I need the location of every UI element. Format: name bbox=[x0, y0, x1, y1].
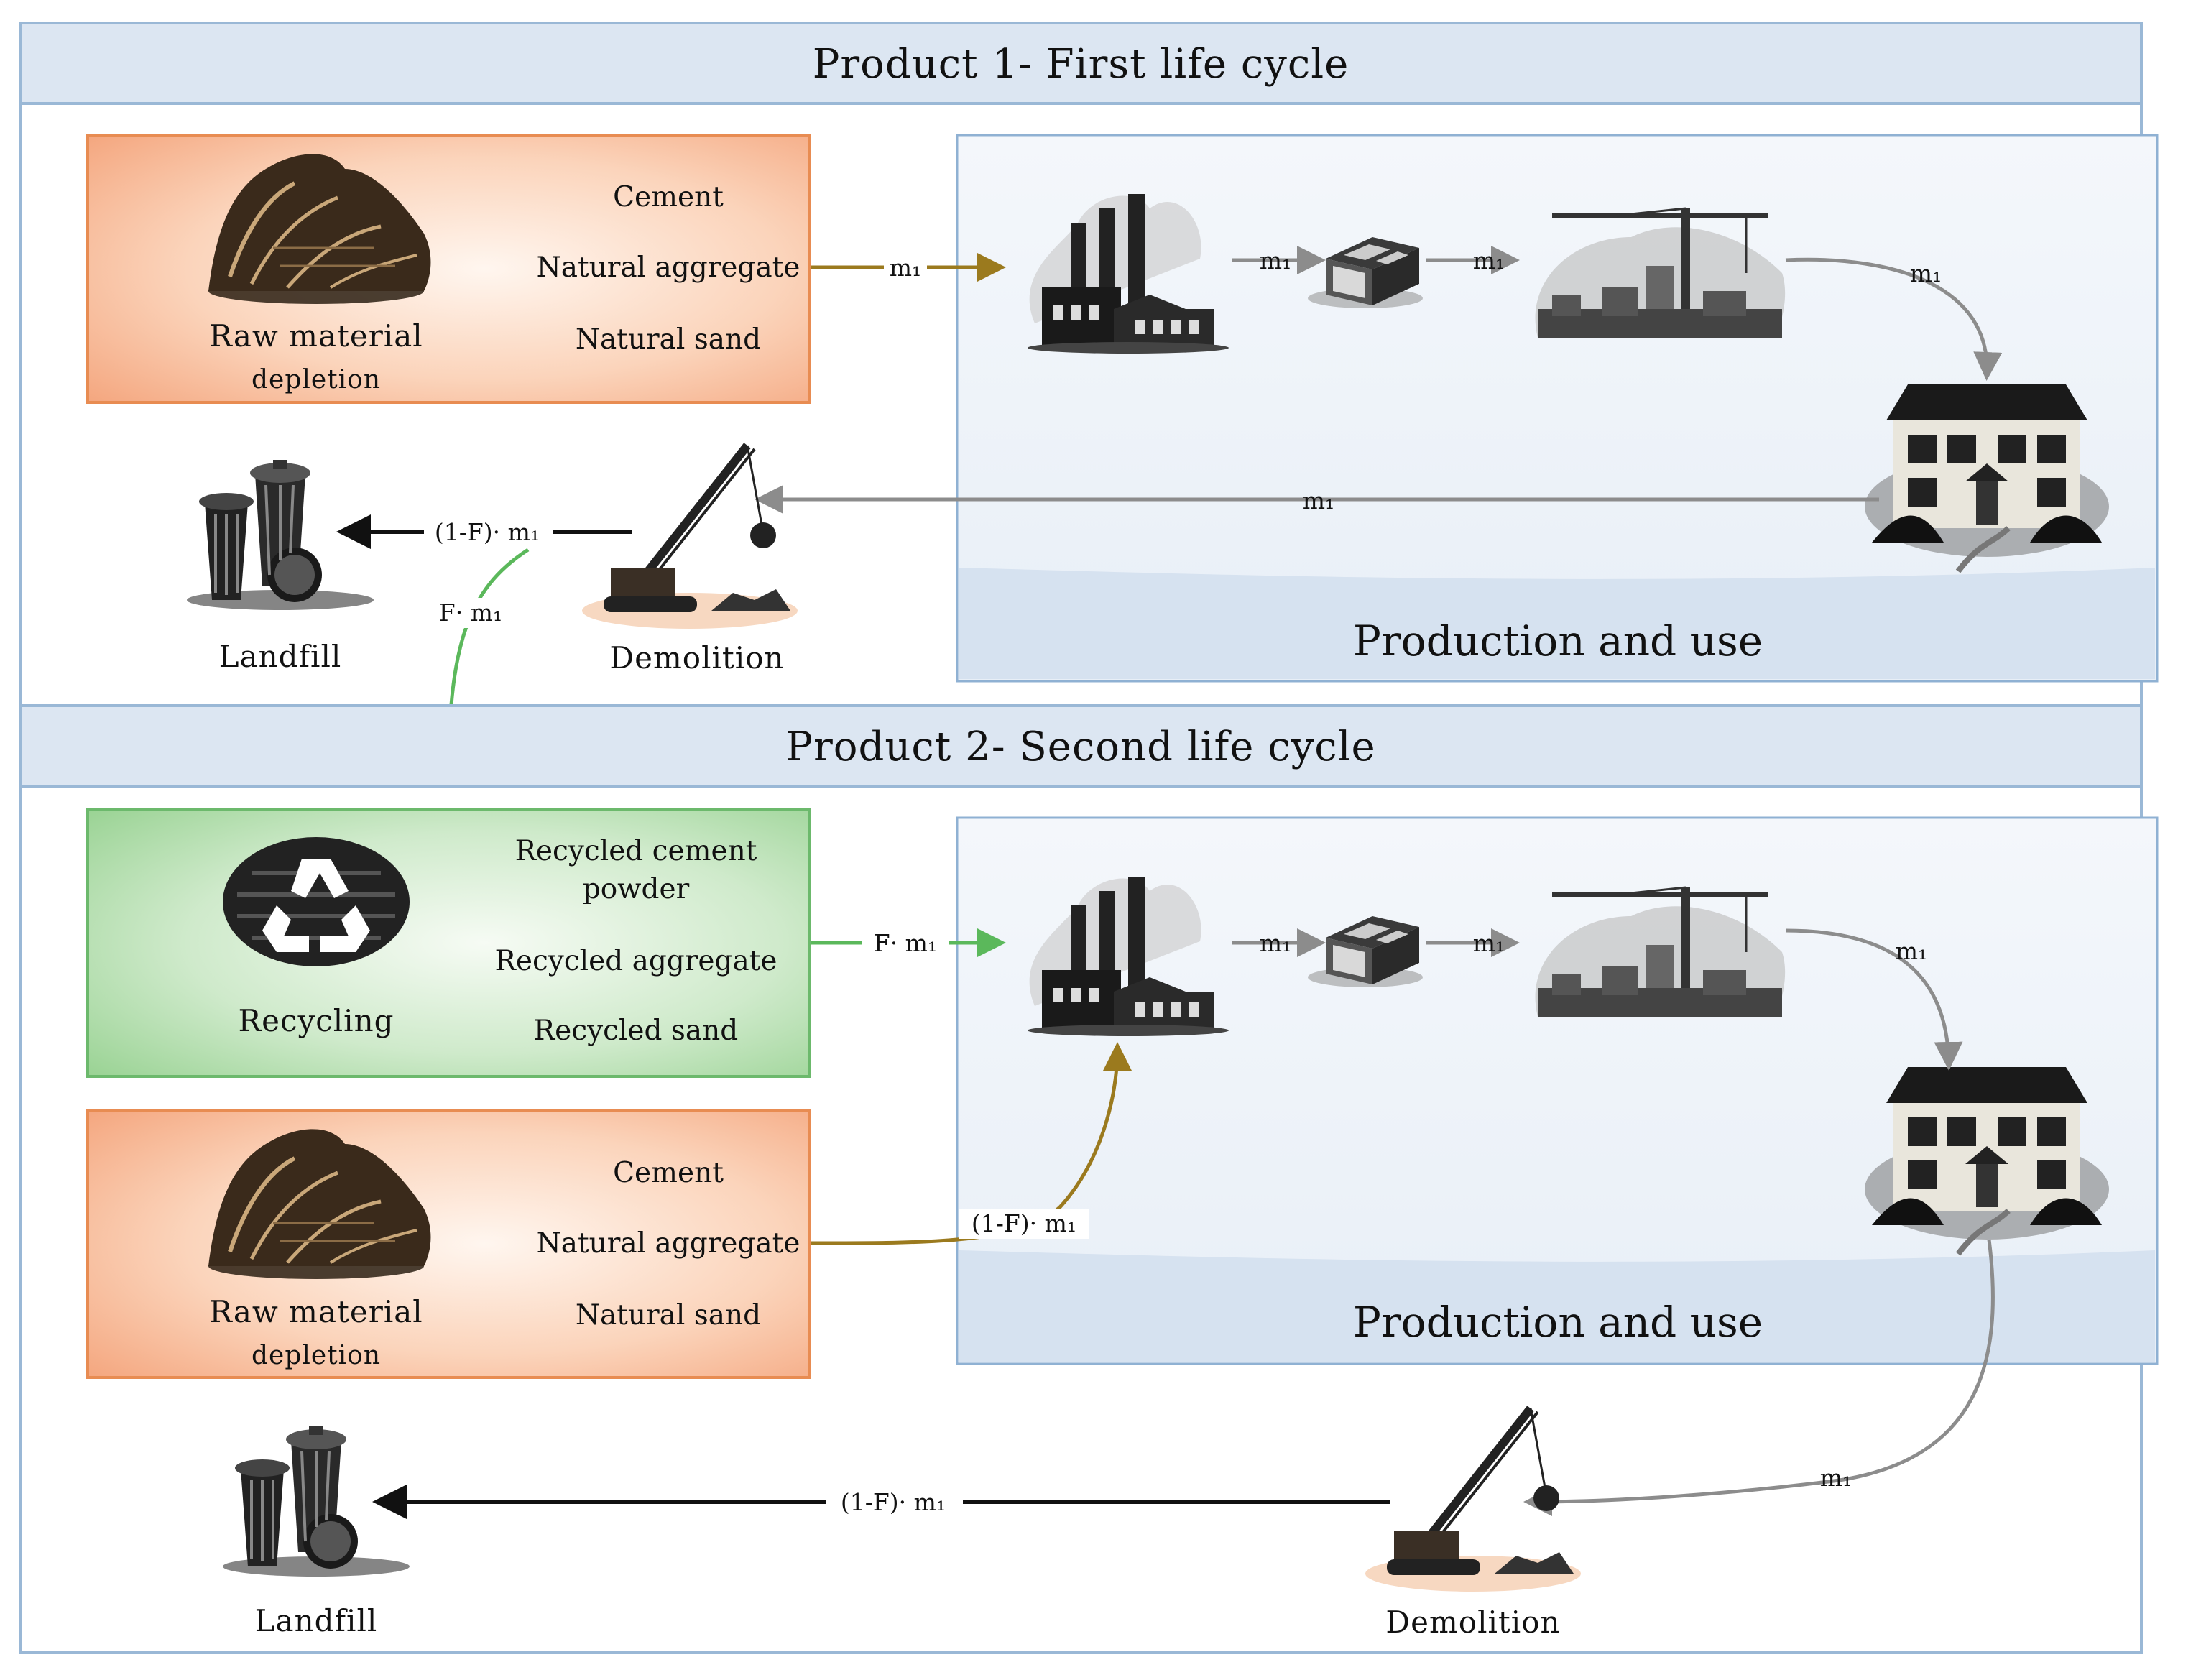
section-1-title: Product 1- First life cycle bbox=[813, 41, 1349, 88]
recycled-item-aggregate: Recycled aggregate bbox=[495, 945, 777, 977]
flow-raw-to-factory-1: m₁ bbox=[890, 254, 922, 282]
flow-factory-to-block-1: m₁ bbox=[1260, 246, 1292, 274]
flow-raw-to-factory-2: (1-F)· m₁ bbox=[972, 1209, 1076, 1237]
raw-item-sand-1: Natural sand bbox=[576, 323, 761, 356]
flow-construction-to-house-2: m₁ bbox=[1896, 937, 1928, 965]
flow-construction-to-house-1: m₁ bbox=[1910, 259, 1942, 287]
production-band-1 bbox=[959, 568, 2155, 679]
arrow-construction-to-house-1 bbox=[1785, 257, 2003, 381]
flow-house-to-demolition-1: m₁ bbox=[1303, 486, 1335, 514]
recycling-box bbox=[86, 808, 811, 1078]
flow-label-bg bbox=[884, 253, 927, 282]
recycled-item-cement-2: powder bbox=[583, 873, 690, 905]
raw-item-aggregate-1: Natural aggregate bbox=[537, 251, 800, 284]
flow-label-bg bbox=[862, 928, 949, 957]
raw-item-cement-2: Cement bbox=[613, 1157, 724, 1189]
arrow-house-to-demolition-2 bbox=[1523, 1239, 1995, 1516]
landfill-label-2: Landfill bbox=[255, 1603, 378, 1638]
section-2-header bbox=[19, 704, 2143, 788]
raw-material-caption-1b: depletion bbox=[252, 365, 381, 394]
production-label-1: Production and use bbox=[1353, 617, 1763, 665]
flow-label-bg bbox=[826, 1486, 963, 1516]
recycling-caption: Recycling bbox=[238, 1003, 394, 1038]
section-1-header bbox=[19, 22, 2143, 105]
flow-label-bg bbox=[431, 598, 510, 628]
raw-item-cement-1: Cement bbox=[613, 181, 724, 213]
flow-block-to-construction-1: m₁ bbox=[1473, 246, 1505, 274]
demolition-label-2: Demolition bbox=[1385, 1605, 1560, 1640]
raw-item-aggregate-2: Natural aggregate bbox=[537, 1227, 800, 1260]
section-2-title: Product 2- Second life cycle bbox=[785, 724, 1375, 770]
recycled-item-cement: Recycled cement bbox=[515, 835, 757, 867]
raw-item-sand-2: Natural sand bbox=[576, 1299, 761, 1331]
production-label-2: Production and use bbox=[1353, 1298, 1763, 1347]
raw-material-box-2 bbox=[86, 1109, 811, 1379]
flow-demolition-to-landfill-1: (1-F)· m₁ bbox=[435, 518, 540, 546]
flow-recycling-to-factory: F· m₁ bbox=[874, 929, 937, 957]
demolition-label-1: Demolition bbox=[609, 640, 784, 675]
raw-material-box-1 bbox=[86, 134, 811, 404]
landfill-label-1: Landfill bbox=[219, 639, 342, 674]
raw-material-caption-2a: Raw material bbox=[209, 1294, 423, 1329]
flow-block-to-construction-2: m₁ bbox=[1473, 929, 1505, 957]
flow-demolition-to-recycling: F· m₁ bbox=[439, 599, 502, 627]
flow-factory-to-block-2: m₁ bbox=[1260, 929, 1292, 957]
flow-label-bg bbox=[424, 516, 553, 546]
flow-label-bg bbox=[959, 1209, 1089, 1239]
recycle-icon bbox=[223, 837, 410, 966]
raw-material-caption-2b: depletion bbox=[252, 1341, 381, 1370]
flow-demolition-to-landfill-2: (1-F)· m₁ bbox=[841, 1488, 946, 1516]
recycled-item-sand: Recycled sand bbox=[534, 1015, 738, 1047]
production-band-2 bbox=[959, 1250, 2155, 1362]
arrow-construction-to-house-2 bbox=[1785, 928, 1963, 1071]
raw-material-caption-1a: Raw material bbox=[209, 318, 423, 354]
flow-house-to-demolition-2: m₁ bbox=[1820, 1464, 1852, 1492]
